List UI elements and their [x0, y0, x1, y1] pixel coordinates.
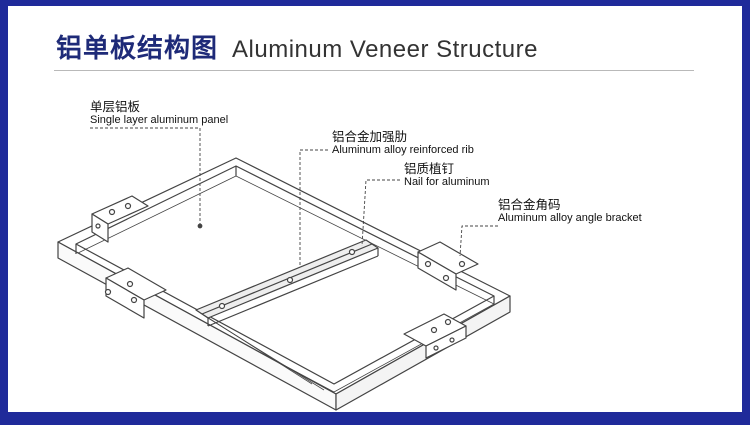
reinforced-rib: [195, 239, 379, 391]
angle-bracket-front-left: [104, 267, 167, 319]
callout-leaders: [90, 127, 498, 266]
rib-lower-edge-2: [207, 255, 379, 327]
tray-front-left-face: [57, 241, 337, 411]
callout-panel: 单层铝板 Single layer aluminum panel: [90, 99, 229, 127]
leader-panel: [90, 127, 201, 226]
leader-rib: [299, 149, 328, 266]
title-underline: [54, 70, 694, 71]
callout-nail-en: Nail for aluminum: [404, 176, 490, 189]
callout-rib-cn: 铝合金加强肋: [332, 129, 408, 144]
callout-nail-cn: 铝质植钉: [404, 161, 455, 176]
leader-bracket: [459, 225, 498, 257]
panel-target-dot: [197, 223, 203, 229]
leader-nail: [361, 179, 400, 247]
callout-rib-en: Aluminum alloy reinforced rib: [332, 144, 474, 157]
callout-panel-en: Single layer aluminum panel: [90, 114, 229, 127]
callout-nail: 铝质植钉 Nail for aluminum: [404, 161, 490, 189]
title-row: 铝单板结构图 Aluminum Veneer Structure: [56, 28, 538, 68]
aluminum-nails: [218, 248, 356, 310]
nail-3: [348, 248, 356, 256]
title-chinese: 铝单板结构图: [56, 34, 219, 64]
rib-seam-right: [207, 317, 325, 391]
rib-center-line: [201, 243, 373, 315]
angle-bracket-right: [417, 241, 479, 291]
title-english: Aluminum Veneer Structure: [232, 36, 538, 63]
callout-bracket: 铝合金角码 Aluminum alloy angle bracket: [498, 197, 642, 225]
callout-panel-cn: 单层铝板: [90, 99, 141, 114]
callout-rib: 铝合金加强肋 Aluminum alloy reinforced rib: [332, 129, 474, 157]
nail-1: [218, 302, 226, 310]
angle-bracket-back-left: [91, 195, 149, 243]
callout-bracket-en: Aluminum alloy angle bracket: [498, 212, 642, 225]
callout-bracket-cn: 铝合金角码: [498, 197, 561, 212]
tray-front-right-face: [335, 295, 511, 411]
nail-2: [286, 276, 294, 284]
angle-bracket-front-right: [403, 313, 467, 359]
